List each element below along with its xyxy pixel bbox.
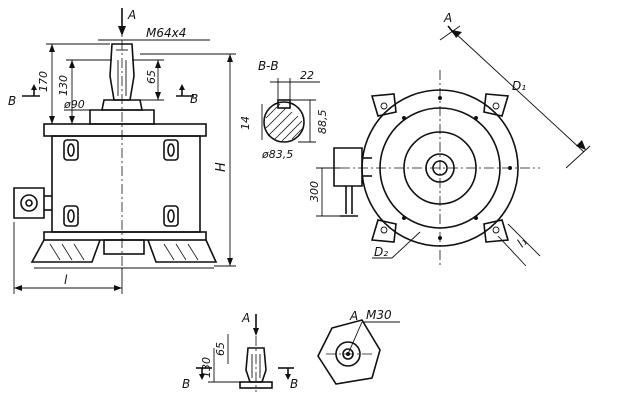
- dim-D1: D₁: [512, 79, 526, 93]
- dim-22: 22: [300, 69, 314, 82]
- front-view: A M64x4 170 130 65 ø90: [8, 8, 236, 294]
- dim-l1: l₁: [514, 234, 530, 250]
- small-section-b-left: B: [182, 377, 190, 391]
- dim-14: 14: [239, 116, 252, 130]
- detail-a-view: A M30: [317, 308, 400, 385]
- dim-height: H: [214, 162, 229, 172]
- dim-65-front: 65: [145, 70, 158, 84]
- dim-170: 170: [37, 71, 50, 92]
- small-arrow-label: A: [241, 311, 250, 325]
- small-dim-65: 65: [214, 342, 227, 356]
- small-section-b-right: B: [290, 377, 298, 391]
- dim-l-front: l: [64, 273, 68, 287]
- dim-D2: D₂: [374, 245, 388, 259]
- section-b-right: B: [190, 92, 198, 106]
- section-b-left: B: [8, 94, 16, 108]
- dim-diameter-90: ø90: [63, 98, 85, 111]
- top-view: A: [308, 11, 591, 268]
- top-view-arrow-label: A: [443, 11, 452, 25]
- section-b-b: B-B 22 14 88,5 ø83,5: [239, 59, 329, 161]
- dim-300: 300: [308, 181, 321, 202]
- view-arrow-label: A: [127, 8, 136, 22]
- dim-diameter-83-5: ø83,5: [261, 148, 293, 161]
- small-shaft-view: A 130 65 B B: [182, 311, 298, 392]
- section-title: B-B: [258, 59, 279, 73]
- dim-130-front: 130: [57, 75, 70, 96]
- dim-88-5: 88,5: [316, 110, 329, 135]
- detail-a-label: A: [349, 309, 358, 323]
- thread-callout: M64x4: [146, 26, 186, 40]
- detail-thread-callout: M30: [366, 308, 392, 322]
